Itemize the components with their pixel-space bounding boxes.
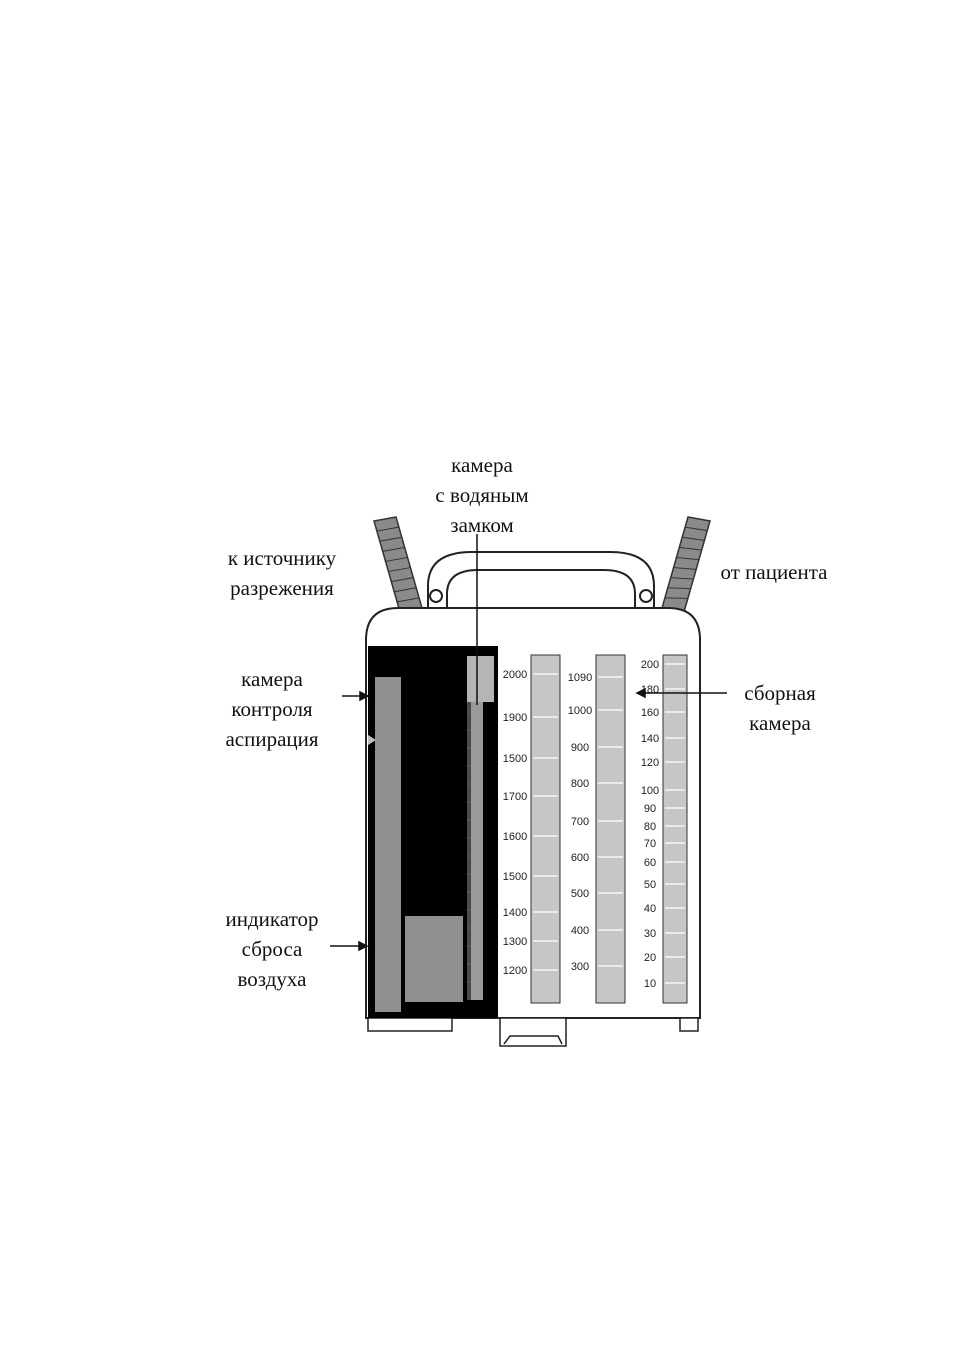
scale-tick-label: 1500	[503, 871, 527, 883]
scale-tick-label: 1200	[503, 965, 527, 977]
scale-tick-label: 800	[571, 778, 589, 790]
label-air-leak-indicator: индикатор сброса воздуха	[225, 907, 319, 991]
scale-tick-label: 700	[571, 816, 589, 828]
air-leak-chamber	[405, 916, 463, 1002]
scale-tick-label: 600	[571, 852, 589, 864]
suction-level-marker	[368, 735, 376, 745]
scale-tick-label: 100	[641, 785, 659, 797]
scale-tick-label: 1300	[503, 936, 527, 948]
scale-tick-label: 80	[644, 821, 656, 833]
center-foot	[499, 1017, 567, 1047]
scale-tick-label: 20	[644, 952, 656, 964]
label-from-patient: от пациента	[720, 560, 828, 584]
scale-tick-label: 2000	[503, 669, 527, 681]
label-suction-control-chamber: камера контроля аспирация	[225, 667, 319, 751]
vacuum-tube	[373, 516, 423, 613]
scale-tick-label: 140	[641, 733, 659, 745]
scale-tick-label: 1500	[503, 753, 527, 765]
scale-tube-3	[662, 654, 688, 1004]
label-collection-chamber: сборная камера	[744, 681, 816, 735]
scale-tick-label: 1000	[568, 705, 592, 717]
patient-tube	[661, 516, 711, 613]
scale-tick-label: 160	[641, 707, 659, 719]
carry-handle	[427, 551, 655, 608]
scale-tick-label: 60	[644, 857, 656, 869]
scale-tick-label: 40	[644, 903, 656, 915]
label-vacuum-source: к источнику разрежения	[227, 546, 337, 600]
scale-tick-label: 90	[644, 803, 656, 815]
suction-control-column	[375, 677, 401, 1012]
scale-tick-label: 50	[644, 879, 656, 891]
scale-1: 2000 1900 1500 1700 1600 1500 1400 1300 1200	[503, 669, 558, 977]
scale-tick-label: 70	[644, 838, 656, 850]
scale-2: 1090 1000 900 800 700 600 500 400 300	[568, 672, 623, 973]
right-foot	[679, 1017, 699, 1032]
scale-tick-label: 120	[641, 757, 659, 769]
scale-tick-label: 1400	[503, 907, 527, 919]
water-seal-column	[470, 702, 483, 1000]
scale-tube-2	[595, 654, 626, 1004]
scale-tick-label: 1600	[503, 831, 527, 843]
left-foot	[367, 1017, 453, 1032]
scale-tick-label: 1900	[503, 712, 527, 724]
scale-tick-label: 30	[644, 928, 656, 940]
leader-lines	[330, 534, 727, 952]
scale-tick-label: 1090	[568, 672, 592, 684]
scale-tick-label: 900	[571, 742, 589, 754]
scale-tick-label: 300	[571, 961, 589, 973]
water-seal-top	[467, 656, 494, 702]
scale-tick-label: 500	[571, 888, 589, 900]
scale-tick-label: 400	[571, 925, 589, 937]
scale-tube-1	[530, 654, 561, 1004]
scale-tick-label: 1700	[503, 791, 527, 803]
label-water-seal-chamber: камера с водяным замком	[435, 453, 529, 537]
scale-tick-label: 200	[641, 659, 659, 671]
scale-tick-label: 10	[644, 978, 656, 990]
